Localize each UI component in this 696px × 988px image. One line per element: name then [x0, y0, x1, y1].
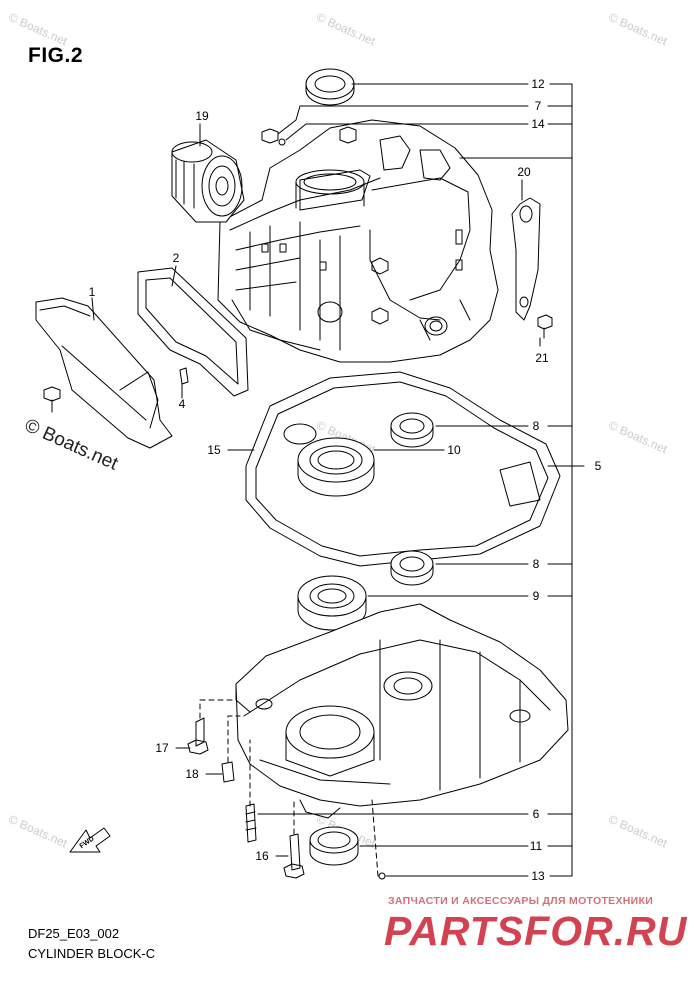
fwd-arrow-icon: [69, 827, 111, 853]
part-number-8: 8: [533, 557, 540, 571]
part-number-2: 2: [173, 251, 180, 265]
dowel-pin: [179, 367, 189, 385]
bearing-small-lower: [390, 550, 434, 586]
part-number-14: 14: [531, 117, 545, 131]
crankcase-lower: [235, 603, 569, 819]
crankcase-gasket: [245, 371, 561, 567]
part-number-10: 10: [447, 443, 461, 457]
figure-title: FIG.2: [28, 44, 84, 67]
assembly-guides: [199, 699, 379, 877]
cover: [35, 297, 173, 449]
part-number-1: 1: [89, 285, 96, 299]
bracket: [511, 197, 553, 339]
dowel-pin: [221, 761, 235, 783]
cylinder-block-upper: [217, 119, 499, 363]
part-number-6: 6: [533, 807, 540, 821]
part-number-21: 21: [535, 351, 549, 365]
part-number-19: 19: [195, 109, 209, 123]
part-number-8: 8: [533, 419, 540, 433]
shop-logo: PARTSFOR.RU: [384, 908, 688, 954]
bearing-large: [297, 437, 375, 497]
gasket-cover: [137, 267, 249, 397]
plug: [261, 128, 279, 144]
o-ring: [378, 872, 386, 880]
oil-filter: [171, 139, 245, 223]
part-number-12: 12: [531, 77, 545, 91]
part-number-20: 20: [517, 165, 531, 179]
bearing-small-upper: [390, 412, 434, 448]
figure-name: CYLINDER BLOCK-C: [28, 946, 156, 961]
part-number-16: 16: [255, 849, 269, 863]
shop-caption: ЗАПЧАСТИ И АКСЕССУАРЫ ДЛЯ МОТОТЕХНИКИ: [388, 895, 654, 907]
o-ring: [278, 138, 286, 146]
part-number-18: 18: [185, 767, 199, 781]
leader-lines: [91, 83, 585, 877]
part-number-9: 9: [533, 589, 540, 603]
part-number-17: 17: [155, 741, 169, 755]
stud: [245, 803, 257, 843]
bolt: [187, 717, 209, 755]
part-number-15: 15: [207, 443, 221, 457]
part-number-5: 5: [595, 459, 602, 473]
figure-code: DF25_E03_002: [28, 926, 120, 941]
bolt: [283, 833, 305, 879]
part-number-11: 11: [530, 839, 543, 853]
oil-seal-bottom: [309, 826, 359, 866]
part-number-7: 7: [535, 99, 542, 113]
oil-seal-top: [305, 68, 355, 106]
part-number-4: 4: [179, 397, 186, 411]
part-number-13: 13: [531, 869, 545, 883]
